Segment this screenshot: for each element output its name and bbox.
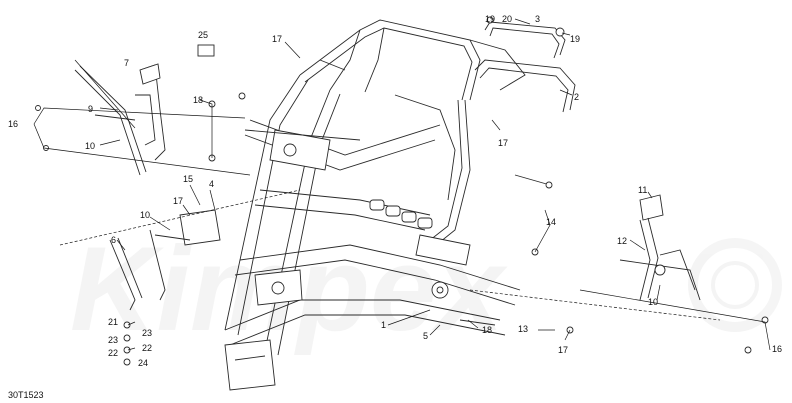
callout-21: 21 [108, 317, 118, 327]
callout-2: 2 [574, 92, 579, 102]
callout-14: 14 [546, 217, 556, 227]
main-frame [224, 19, 526, 391]
figure-id: 30T1523 [8, 390, 44, 400]
callout-19: 19 [570, 34, 580, 44]
callout-23: 23 [108, 335, 118, 345]
right-footrest-bracket [619, 194, 701, 301]
callout-17: 17 [558, 345, 568, 355]
callout-18: 18 [482, 325, 492, 335]
callout-10: 10 [140, 210, 150, 220]
callout-9: 9 [88, 104, 93, 114]
frame-brace-links [369, 199, 433, 229]
callout-10: 10 [85, 141, 95, 151]
callout-17: 17 [272, 34, 282, 44]
callout-3: 3 [535, 14, 540, 24]
callout-23: 23 [142, 328, 152, 338]
callout-24: 24 [138, 358, 148, 368]
callout-1: 1 [381, 320, 386, 330]
callout-22: 22 [108, 348, 118, 358]
callout-13: 13 [518, 324, 528, 334]
callout-12: 12 [617, 236, 627, 246]
callout-17: 17 [498, 138, 508, 148]
callout-20: 20 [502, 14, 512, 24]
callout-7: 7 [124, 58, 129, 68]
left-footrest-bracket [74, 63, 166, 176]
callout-4: 4 [209, 179, 214, 189]
callout-16: 16 [8, 119, 18, 129]
callout-15: 15 [183, 174, 193, 184]
hardware-stack [123, 321, 131, 366]
callout-6: 6 [111, 235, 116, 245]
callout-22: 22 [142, 343, 152, 353]
left-footrest [109, 209, 221, 311]
decal-symbol [197, 44, 215, 57]
leader-lines [33, 18, 771, 351]
callout-17: 17 [173, 196, 183, 206]
callout-19: 19 [485, 14, 495, 24]
callout-11: 11 [638, 185, 647, 195]
callout-10: 10 [648, 297, 658, 307]
callout-16: 16 [772, 344, 782, 354]
callout-18: 18 [193, 95, 203, 105]
callout-5: 5 [423, 331, 428, 341]
callout-labels: 25 7 17 20 3 19 19 2 16 9 10 18 17 15 4 … [8, 14, 782, 368]
rear-grab-bracket [474, 16, 576, 113]
callout-25: 25 [198, 30, 208, 40]
